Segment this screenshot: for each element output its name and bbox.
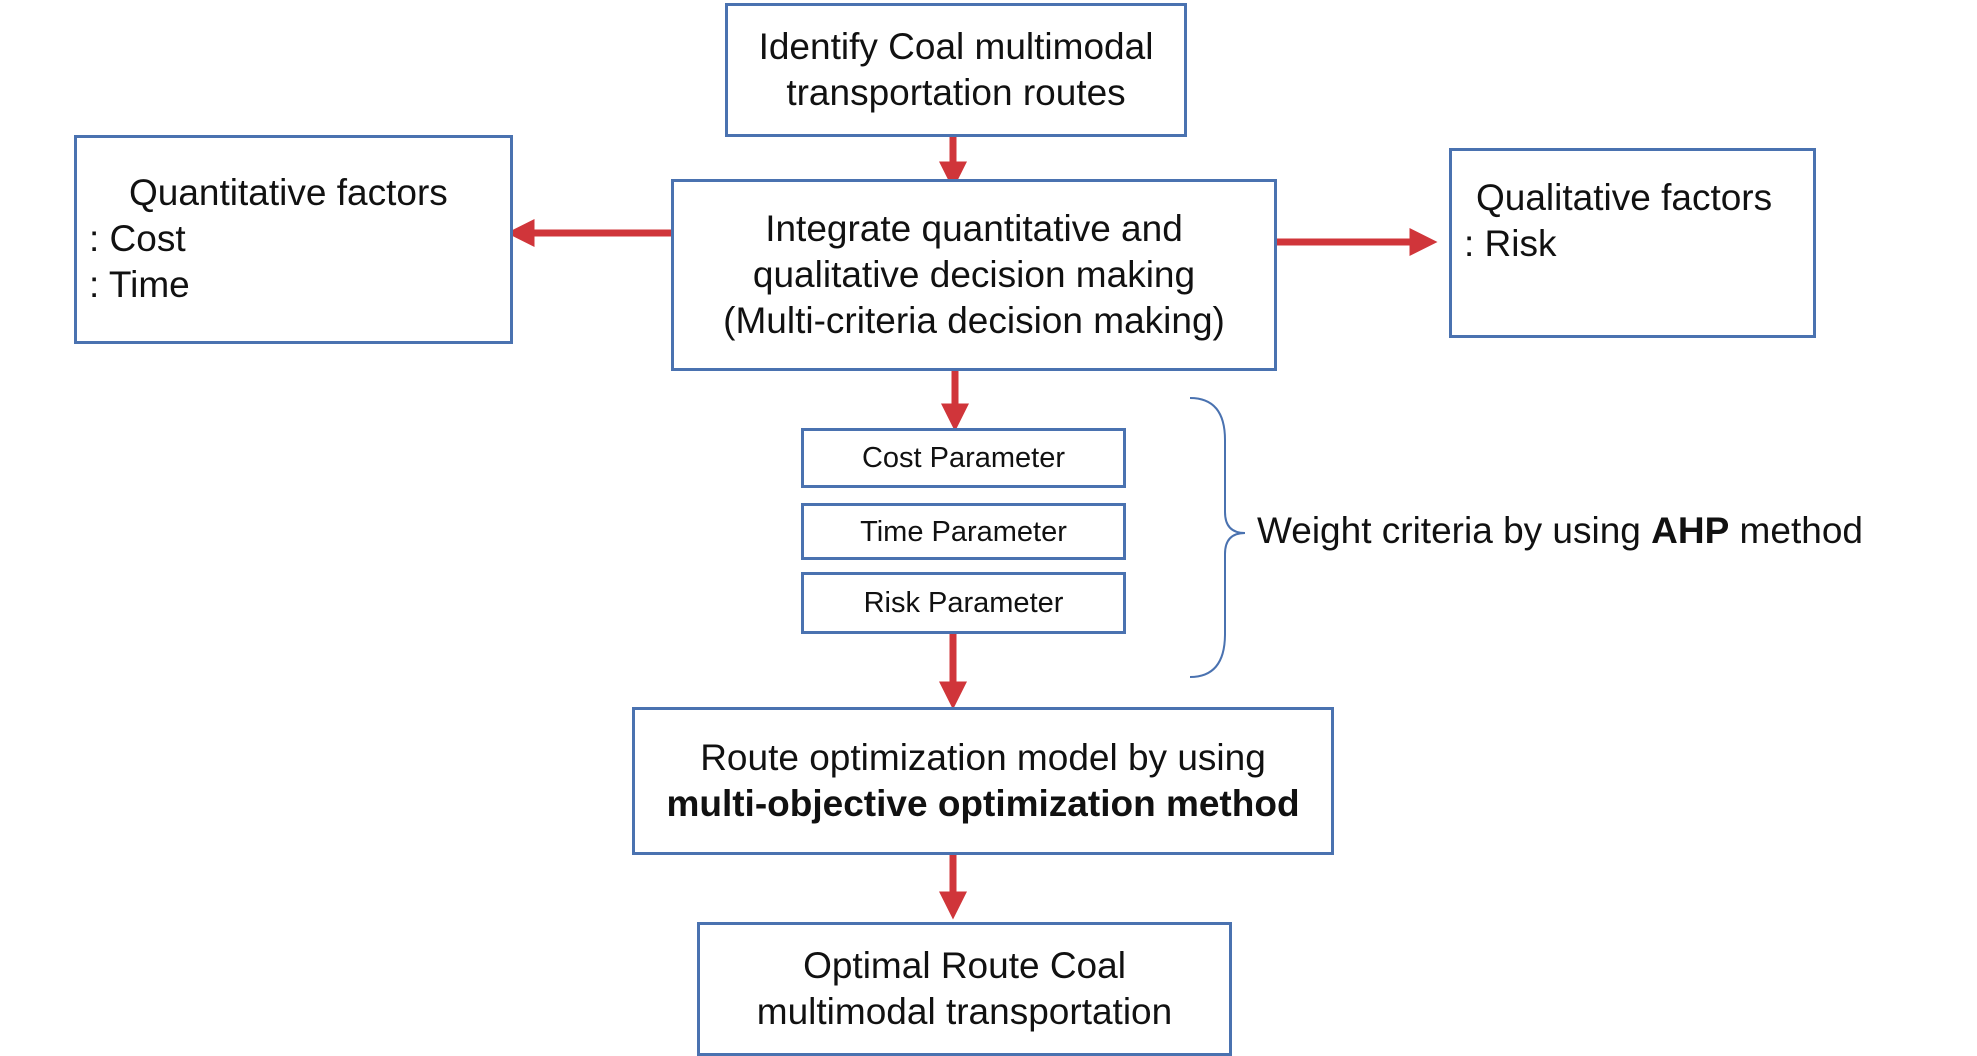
time-parameter-box: Time Parameter: [801, 503, 1126, 560]
qualitative-item-risk: : Risk: [1464, 223, 1557, 264]
integrate-line-2: qualitative decision making: [752, 254, 1196, 295]
time-parameter-label: Time Parameter: [860, 515, 1067, 548]
optimal-line-1: Optimal Route Coal: [803, 945, 1126, 986]
integrate-line-3: (Multi-criteria decision making): [723, 300, 1225, 341]
integrate-line-1: Integrate quantitative and: [765, 208, 1183, 249]
quantitative-title: Quantitative factors: [129, 172, 448, 213]
route-line-1: Route optimization model by using: [700, 737, 1266, 778]
parameters-brace: [1189, 397, 1246, 678]
quantitative-item-cost: : Cost: [89, 218, 186, 259]
identify-line-2: transportation routes: [786, 72, 1126, 113]
quantitative-factors-box: Quantitative factors : Cost : Time: [74, 135, 513, 344]
risk-parameter-box: Risk Parameter: [801, 572, 1126, 634]
qualitative-factors-box: Qualitative factors : Risk: [1449, 148, 1816, 338]
weight-criteria-label: Weight criteria by using AHP method: [1257, 508, 1863, 554]
cost-parameter-box: Cost Parameter: [801, 428, 1126, 488]
quantitative-item-time: : Time: [89, 264, 190, 305]
route-optimization-box: Route optimization model by using multi-…: [632, 707, 1334, 855]
identify-routes-box: Identify Coal multimodal transportation …: [725, 3, 1187, 137]
weight-criteria-ahp: AHP: [1651, 510, 1730, 551]
route-line-2: multi-objective optimization method: [666, 783, 1300, 824]
optimal-route-box: Optimal Route Coal multimodal transporta…: [697, 922, 1232, 1056]
weight-criteria-prefix: Weight criteria by using: [1257, 510, 1652, 551]
weight-criteria-suffix: method: [1729, 510, 1863, 551]
cost-parameter-label: Cost Parameter: [861, 442, 1066, 474]
optimal-line-2: multimodal transportation: [756, 991, 1173, 1032]
integrate-decision-box: Integrate quantitative and qualitative d…: [671, 179, 1277, 371]
identify-line-1: Identify Coal multimodal: [758, 26, 1154, 67]
risk-parameter-label: Risk Parameter: [863, 587, 1064, 619]
qualitative-title: Qualitative factors: [1476, 177, 1773, 218]
